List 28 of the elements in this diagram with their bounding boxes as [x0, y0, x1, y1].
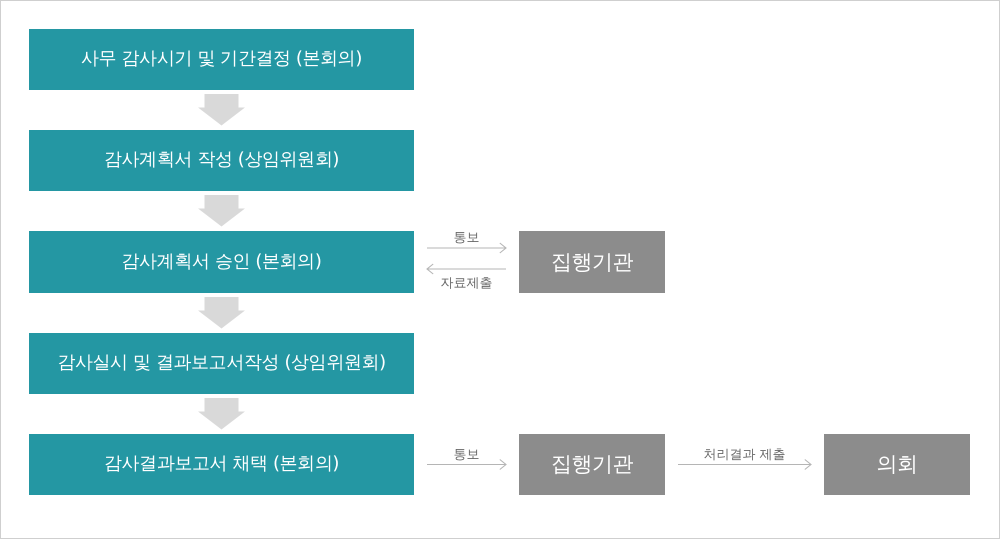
- entity-box: [519, 231, 665, 293]
- arrow: [678, 458, 812, 470]
- entity-box: [519, 434, 665, 495]
- entity-box: [824, 434, 970, 495]
- process-box: [29, 333, 414, 394]
- process-box: [29, 434, 414, 495]
- box-label: 감사계획서 작성 (상임위원회): [104, 149, 340, 172]
- box-label: 집행기관: [550, 248, 634, 276]
- box-label: 감사계획서 승인 (본회의): [122, 250, 322, 274]
- arrow: [426, 263, 506, 275]
- box-label: 사무 감사시기 및 기간결정 (본회의): [81, 48, 362, 71]
- edge-label: 통보: [452, 230, 482, 246]
- block-arrow: [198, 94, 245, 126]
- edge-label: 자료제출: [438, 276, 494, 292]
- box-label: 감사실시 및 결과보고서작성 (상임위원회): [57, 352, 386, 375]
- block-arrow: [198, 398, 245, 430]
- arrow: [427, 242, 507, 254]
- process-box: [29, 231, 414, 293]
- block-arrow: [198, 195, 245, 226]
- block-arrow: [198, 297, 245, 328]
- edge-label: 통보: [452, 446, 482, 462]
- process-box: [29, 130, 414, 191]
- box-label: 감사결과보고서 채택 (본회의): [104, 453, 340, 476]
- edge-label: 처리결과 제출: [701, 446, 788, 462]
- box-label: 집행기관: [550, 451, 634, 478]
- box-label: 의회: [876, 451, 918, 478]
- process-box: [29, 29, 414, 90]
- arrow: [427, 458, 507, 470]
